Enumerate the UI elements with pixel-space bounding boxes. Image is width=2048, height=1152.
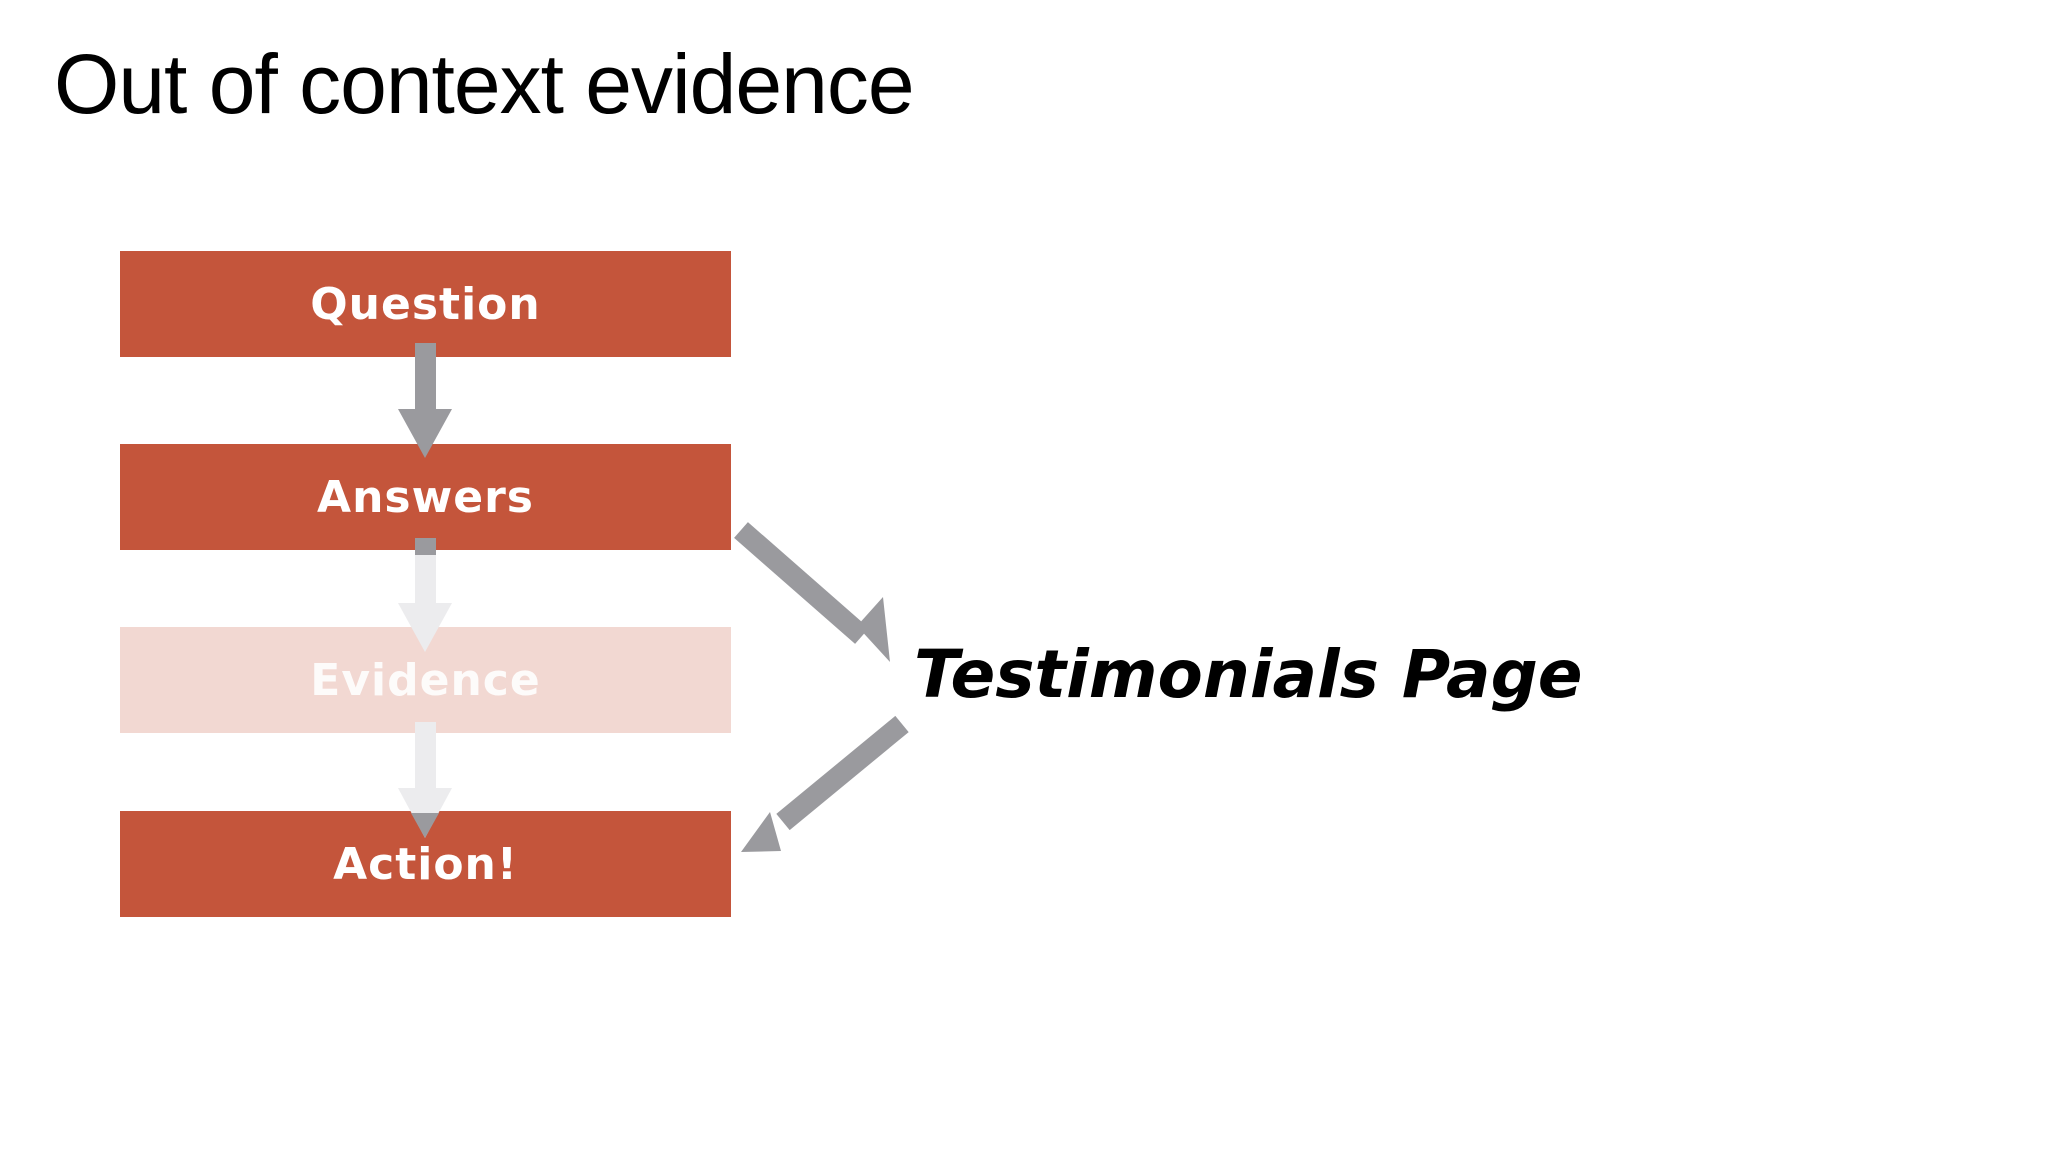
arrow-shaft bbox=[734, 522, 869, 644]
step-question-box: Question bbox=[120, 251, 731, 357]
arrow-shaft bbox=[415, 343, 436, 411]
arrow-shaft-faded bbox=[415, 555, 436, 605]
arrow-answers-to-testimonials bbox=[734, 522, 890, 662]
arrow-head-faded bbox=[398, 603, 452, 652]
arrow-head bbox=[741, 812, 781, 852]
arrow-answers-to-evidence bbox=[398, 538, 452, 652]
arrow-evidence-to-action bbox=[398, 722, 452, 838]
slide-title: Out of context evidence bbox=[54, 37, 915, 131]
step-answers-box: Answers bbox=[120, 444, 731, 550]
step-evidence-label: Evidence bbox=[310, 654, 541, 706]
arrow-head-tip bbox=[411, 813, 439, 838]
step-action-label: Action! bbox=[333, 838, 518, 890]
arrow-shaft-tip bbox=[415, 538, 436, 555]
arrow-testimonials-to-action bbox=[741, 715, 909, 852]
arrow-head bbox=[398, 409, 452, 458]
testimonials-page-label: Testimonials Page bbox=[914, 636, 1583, 713]
arrow-question-to-answers bbox=[398, 343, 452, 458]
arrow-shaft-faded bbox=[415, 722, 436, 790]
step-action-box: Action! bbox=[120, 811, 731, 917]
step-question-label: Question bbox=[310, 278, 541, 330]
step-answers-label: Answers bbox=[317, 471, 534, 523]
arrow-shaft bbox=[776, 715, 909, 831]
arrow-head bbox=[857, 597, 890, 662]
